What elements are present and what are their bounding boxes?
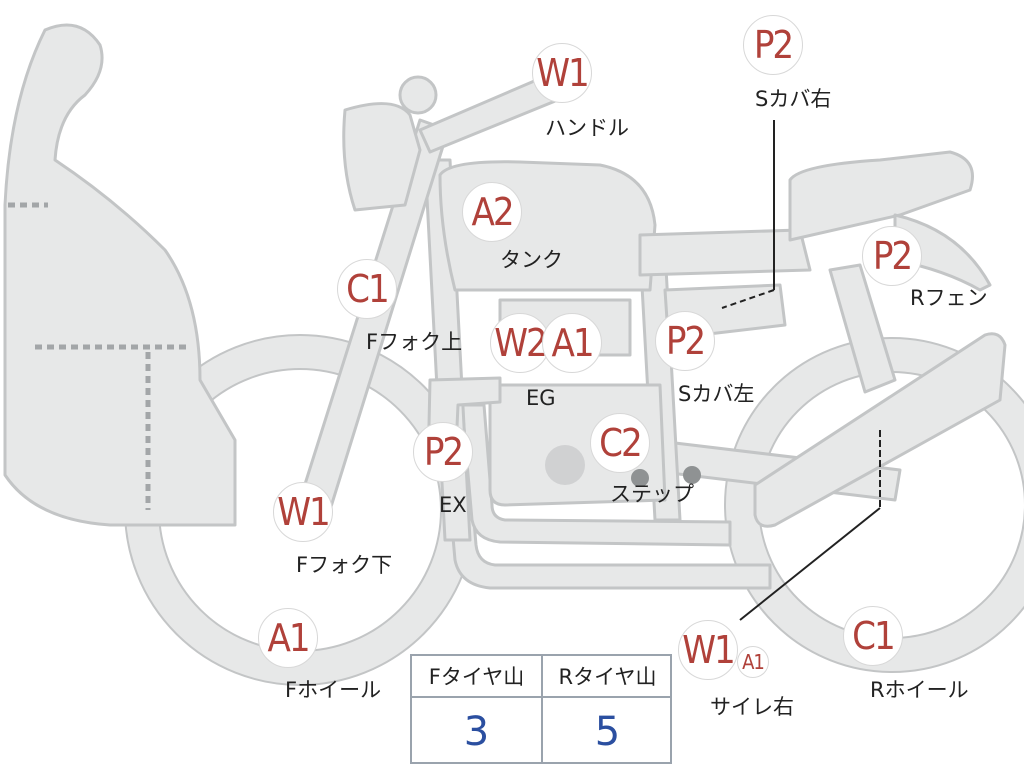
- badge-p2-scover-right: P2: [743, 15, 803, 75]
- label-step: ステップ: [610, 482, 694, 506]
- badge-w2-eg: W2: [490, 313, 550, 373]
- label-silencer-right: サイレ右: [710, 695, 794, 719]
- badge-w1-silencer: W1: [678, 620, 738, 680]
- badge-a1-eg: A1: [542, 313, 602, 373]
- label-ffork-lower: Fフォク下: [296, 553, 393, 577]
- label-tank: タンク: [500, 248, 563, 272]
- label-eg: EG: [526, 386, 556, 410]
- badge-a2-tank: A2: [462, 182, 522, 242]
- rear-fender-shape: [893, 213, 992, 292]
- label-ffork-upper: Fフォク上: [366, 330, 463, 354]
- badge-c1-rwheel: C1: [843, 606, 903, 666]
- label-rwheel: Rホイール: [870, 678, 969, 702]
- table-column-divider: [541, 656, 543, 762]
- badge-c1-ffork-upper: C1: [337, 259, 397, 319]
- label-handle: ハンドル: [545, 116, 629, 140]
- header-front-tire: Fタイヤ山: [428, 665, 525, 689]
- front-fairing-shape: [3, 23, 237, 527]
- badge-a1-silencer: A1: [737, 646, 769, 678]
- badge-a1-fwheel: A1: [258, 608, 318, 668]
- label-scover-right: Sカバ右: [755, 87, 832, 111]
- badge-p2-ex: P2: [413, 422, 473, 482]
- table-header-divider: [412, 696, 670, 698]
- badge-p2-rfender: P2: [862, 226, 922, 286]
- value-front-tire: 3: [463, 709, 490, 755]
- header-rear-tire: Rタイヤ山: [558, 665, 657, 689]
- tire-tread-table: Fタイヤ山 Rタイヤ山 3 5: [410, 654, 672, 764]
- label-fwheel: Fホイール: [285, 678, 382, 702]
- badge-p2-scover-left: P2: [655, 311, 715, 371]
- label-scover-left: Sカバ左: [678, 382, 755, 406]
- badge-w1-ffork-lower: W1: [273, 482, 333, 542]
- exhaust-pipe-shape: [438, 388, 772, 590]
- value-rear-tire: 5: [594, 709, 621, 755]
- label-rfender: Rフェン: [910, 286, 988, 310]
- badge-c2-step: C2: [590, 413, 650, 473]
- badge-w1-handle: W1: [532, 43, 592, 103]
- rear-cowl-shape: [788, 150, 974, 242]
- label-ex: EX: [439, 493, 467, 517]
